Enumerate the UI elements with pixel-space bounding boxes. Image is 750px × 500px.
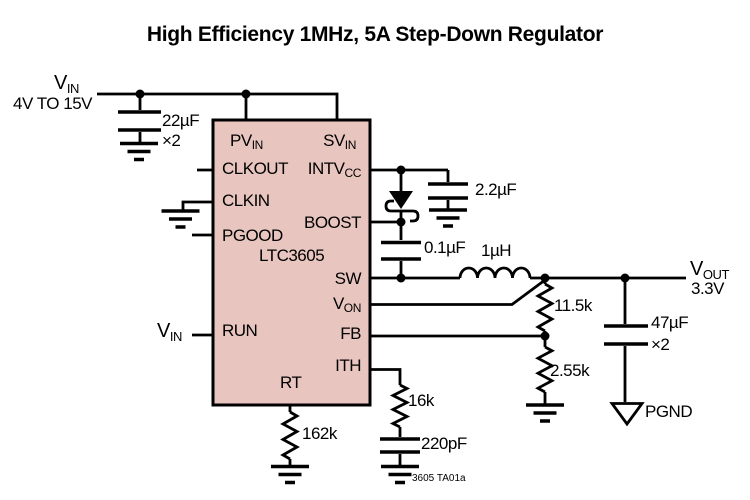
resistor-16k — [389, 383, 411, 429]
resistor-162k — [280, 410, 300, 461]
wire-clkin-gnd — [181, 200, 214, 211]
figure-reference: 3605 TA01a — [412, 473, 466, 484]
capacitor-input — [118, 110, 161, 132]
input-cap-qty: ×2 — [162, 131, 181, 150]
ith-cap-value: 220pF — [421, 434, 467, 453]
pin-pgood: PGOOD — [222, 226, 283, 245]
ground-clkin — [161, 209, 200, 229]
junction-dots — [135, 89, 630, 341]
resistors — [280, 282, 555, 461]
ground-symbols — [120, 141, 564, 485]
pin-sw: SW — [334, 269, 362, 288]
vout-voltage-label: 3.3V — [691, 279, 724, 298]
schottky-diode — [384, 191, 420, 223]
vout-net-label: VOUT — [690, 258, 730, 282]
resistor-2k55 — [535, 345, 555, 394]
capacitors — [118, 110, 648, 454]
run-vin-label: VIN — [157, 320, 183, 344]
diode-triangle — [389, 191, 413, 209]
inductor-coil — [458, 266, 532, 279]
ground-rt — [271, 464, 309, 485]
fb-top-res-value: 11.5k — [554, 296, 592, 315]
junction-dot — [241, 89, 251, 99]
junction-dot — [540, 273, 550, 283]
boost-cap-value: 0.1µF — [424, 238, 466, 257]
capacitor-ith — [380, 437, 420, 454]
pin-fb: FB — [340, 324, 361, 343]
pin-von: VON — [332, 294, 361, 315]
pin-svin: SVIN — [323, 131, 356, 152]
capacitor-boost — [381, 240, 421, 261]
pin-run: RUN — [222, 321, 258, 340]
diode-schottky-bar — [384, 199, 420, 223]
capacitor-intvcc — [428, 182, 468, 200]
pin-intvcc: INTVCC — [307, 159, 362, 180]
capacitor-output — [604, 324, 648, 346]
vin-net-label: VIN — [54, 72, 80, 96]
pin-ith: ITH — [335, 356, 361, 375]
ground-fb-divider — [526, 403, 564, 423]
ground-ith-cap — [381, 464, 419, 485]
wire-vin-rail — [97, 92, 339, 120]
junction-dot — [135, 89, 145, 99]
pin-boost: BOOST — [303, 213, 362, 232]
junction-dot — [396, 165, 406, 175]
ic-body — [211, 118, 372, 407]
pgnd-label: PGND — [645, 402, 693, 421]
wire-ith — [369, 368, 402, 466]
output-cap-value: 47µF — [651, 313, 689, 332]
rt-res-value: 162k — [302, 424, 337, 443]
ith-res-value: 16k — [408, 391, 434, 410]
pin-rt: RT — [280, 373, 302, 392]
vin-range-label: 4V TO 15V — [13, 94, 92, 113]
ground-intvcc-cap — [429, 208, 467, 228]
junction-dot — [540, 331, 550, 341]
pin-clkin: CLKIN — [222, 191, 270, 210]
pin-pvin: PVIN — [230, 131, 263, 152]
input-cap-value: 22µF — [162, 111, 200, 130]
junction-dot — [396, 217, 406, 227]
junction-dot — [620, 273, 630, 283]
resistor-11k5 — [535, 282, 555, 333]
fb-bot-res-value: 2.55k — [550, 361, 590, 380]
inductor-value: 1µH — [481, 241, 512, 260]
intvcc-cap-value: 2.2µF — [475, 180, 517, 199]
ground-input-cap — [120, 141, 158, 162]
junction-dot — [396, 273, 406, 283]
ic-part-number: LTC3605 — [259, 246, 325, 265]
output-cap-qty: ×2 — [651, 335, 670, 354]
wire-von — [369, 278, 546, 306]
pin-clkout: CLKOUT — [222, 159, 288, 178]
pgnd-triangle — [609, 402, 645, 427]
schematic-title: High Efficiency 1MHz, 5A Step-Down Regul… — [146, 23, 604, 46]
